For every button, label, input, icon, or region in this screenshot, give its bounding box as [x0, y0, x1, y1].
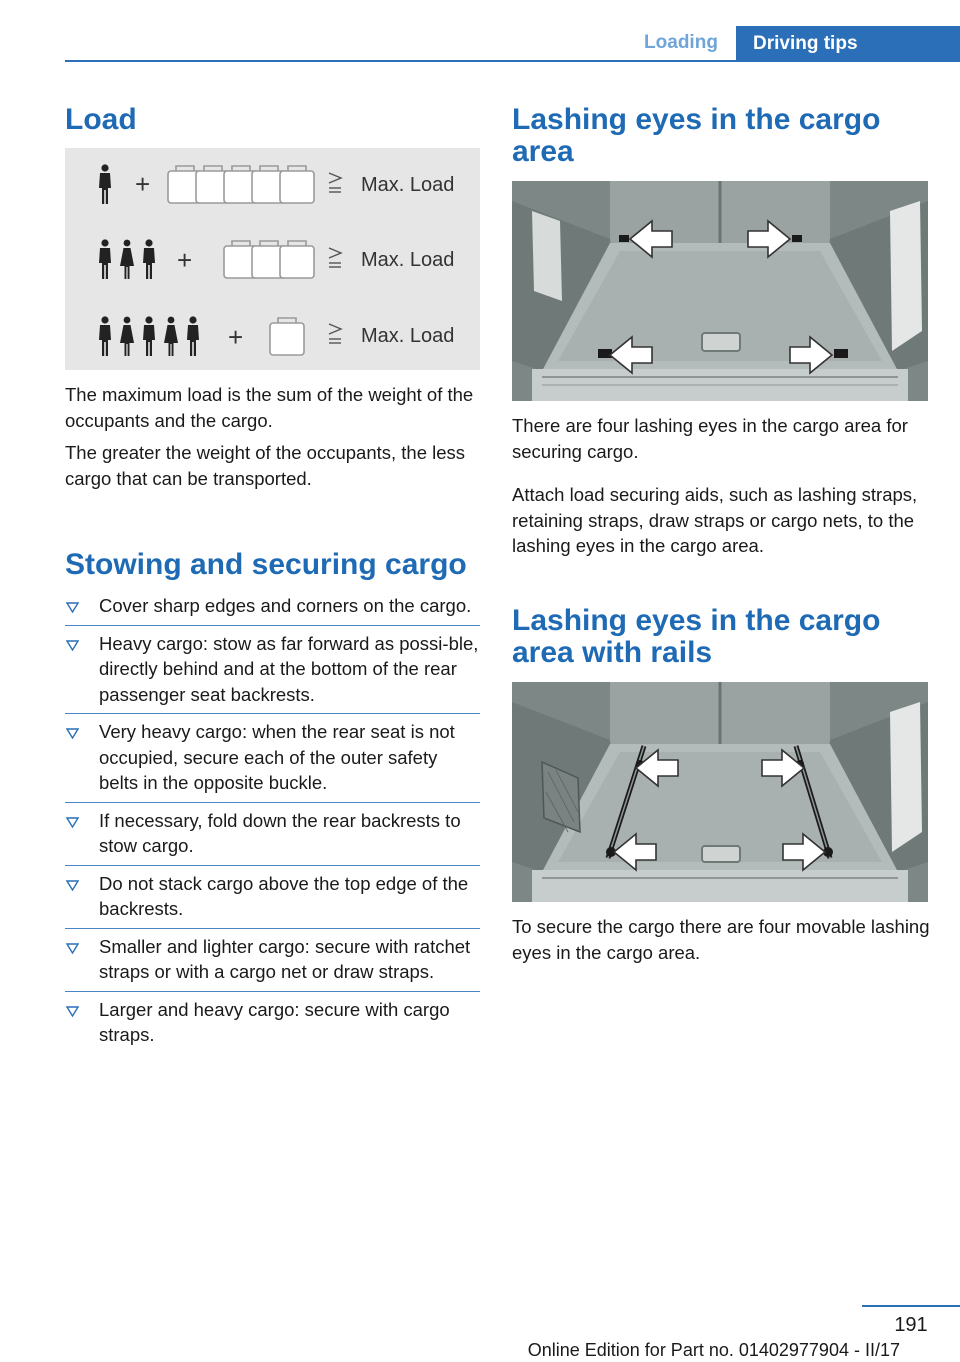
occupant-icon [164, 316, 178, 356]
rails-paragraph: To secure the cargo there are four movab… [512, 916, 930, 963]
load-paragraph-1: The maximum load is the sum of the weigh… [65, 384, 474, 431]
less-equal-icon [328, 172, 343, 193]
heading-stowing: Stowing and securing cargo [65, 548, 467, 581]
triangle-bullet-icon [66, 879, 79, 891]
footer-rule [862, 1305, 960, 1307]
heading-lashing-eyes: Lashing eyes in the cargo area [512, 103, 881, 168]
max-load-label: Max. Load [361, 325, 454, 347]
occupant-icon [120, 239, 134, 279]
edition-note: Online Edition for Part no. 01402977904 … [527, 1340, 900, 1360]
cargo-area-rails-illustration [512, 682, 928, 902]
photo-cargo-area-lashing-eyes [512, 181, 928, 401]
list-item-text: Heavy cargo: stow as far forward as poss… [99, 632, 479, 705]
page-number: 191 [894, 1314, 928, 1336]
max-load-label: Max. Load [361, 174, 454, 196]
less-equal-icon [328, 323, 343, 344]
list-item-text: Cover sharp edges and corners on the car… [99, 595, 472, 616]
arrow-icon [612, 748, 827, 872]
occupant-icon [99, 316, 111, 356]
list-item-text: Very heavy cargo: when the rear seat is … [99, 721, 455, 793]
triangle-bullet-icon [66, 942, 79, 954]
photo-cargo-area-rails [512, 682, 928, 902]
list-item-text: Smaller and lighter cargo: secure with r… [99, 935, 471, 983]
lashing-paragraph-1: There are four lashing eyes in the cargo… [512, 415, 908, 462]
list-item: Larger and heavy cargo: secure with carg… [65, 990, 480, 1048]
heading-lashing-eyes-rails: Lashing eyes in the cargo area with rail… [512, 604, 881, 669]
triangle-bullet-icon [66, 1005, 79, 1017]
list-item-text: If necessary, fold down the rear backres… [99, 809, 461, 857]
occupant-icon [143, 239, 155, 279]
svg-text:+: + [135, 169, 150, 199]
stowing-list: Cover sharp edges and corners on the car… [65, 593, 480, 1048]
occupant-icon [99, 239, 111, 279]
svg-text:+: + [228, 322, 243, 352]
triangle-bullet-icon [66, 602, 79, 613]
max-load-label: Max. Load [361, 249, 454, 271]
occupant-icon [120, 316, 134, 356]
triangle-bullet-icon [66, 728, 79, 739]
suitcase-icon [279, 165, 315, 204]
less-equal-icon [328, 247, 343, 268]
max-load-diagram: + Max. Load + Max. Load + Max. L [99, 164, 454, 356]
svg-text:+: + [177, 245, 192, 275]
list-item: Heavy cargo: stow as far forward as poss… [65, 624, 480, 708]
arrow-icon [608, 219, 834, 375]
occupant-icon [99, 164, 111, 204]
heading-load: Load [65, 103, 137, 136]
occupant-icon [187, 316, 199, 356]
list-item-text: Larger and heavy cargo: secure with carg… [99, 998, 450, 1046]
load-paragraph-2: The greater the weight of the occupants,… [65, 442, 466, 489]
occupant-icon [143, 316, 155, 356]
list-item: Very heavy cargo: when the rear seat is … [65, 713, 480, 796]
triangle-bullet-icon [66, 816, 79, 828]
cargo-area-illustration [512, 181, 928, 401]
list-item: Smaller and lighter cargo: secure with r… [65, 927, 480, 985]
list-item-text: Do not stack cargo above the top edge of… [99, 872, 469, 920]
list-item: Cover sharp edges and corners on the car… [65, 593, 480, 619]
header-section-loading: Loading [644, 32, 718, 53]
header-rule [65, 60, 960, 62]
lashing-paragraph-2: Attach load securing aids, such as lashi… [512, 484, 918, 556]
suitcase-icon [279, 240, 315, 279]
list-item: If necessary, fold down the rear backres… [65, 801, 480, 859]
suitcase-icon [269, 317, 305, 356]
triangle-bullet-icon [66, 639, 79, 651]
figure-max-load: + Max. Load + Max. Load + Max. L [65, 148, 480, 370]
header-chapter-tab: Driving tips [736, 26, 960, 62]
list-item: Do not stack cargo above the top edge of… [65, 864, 480, 922]
